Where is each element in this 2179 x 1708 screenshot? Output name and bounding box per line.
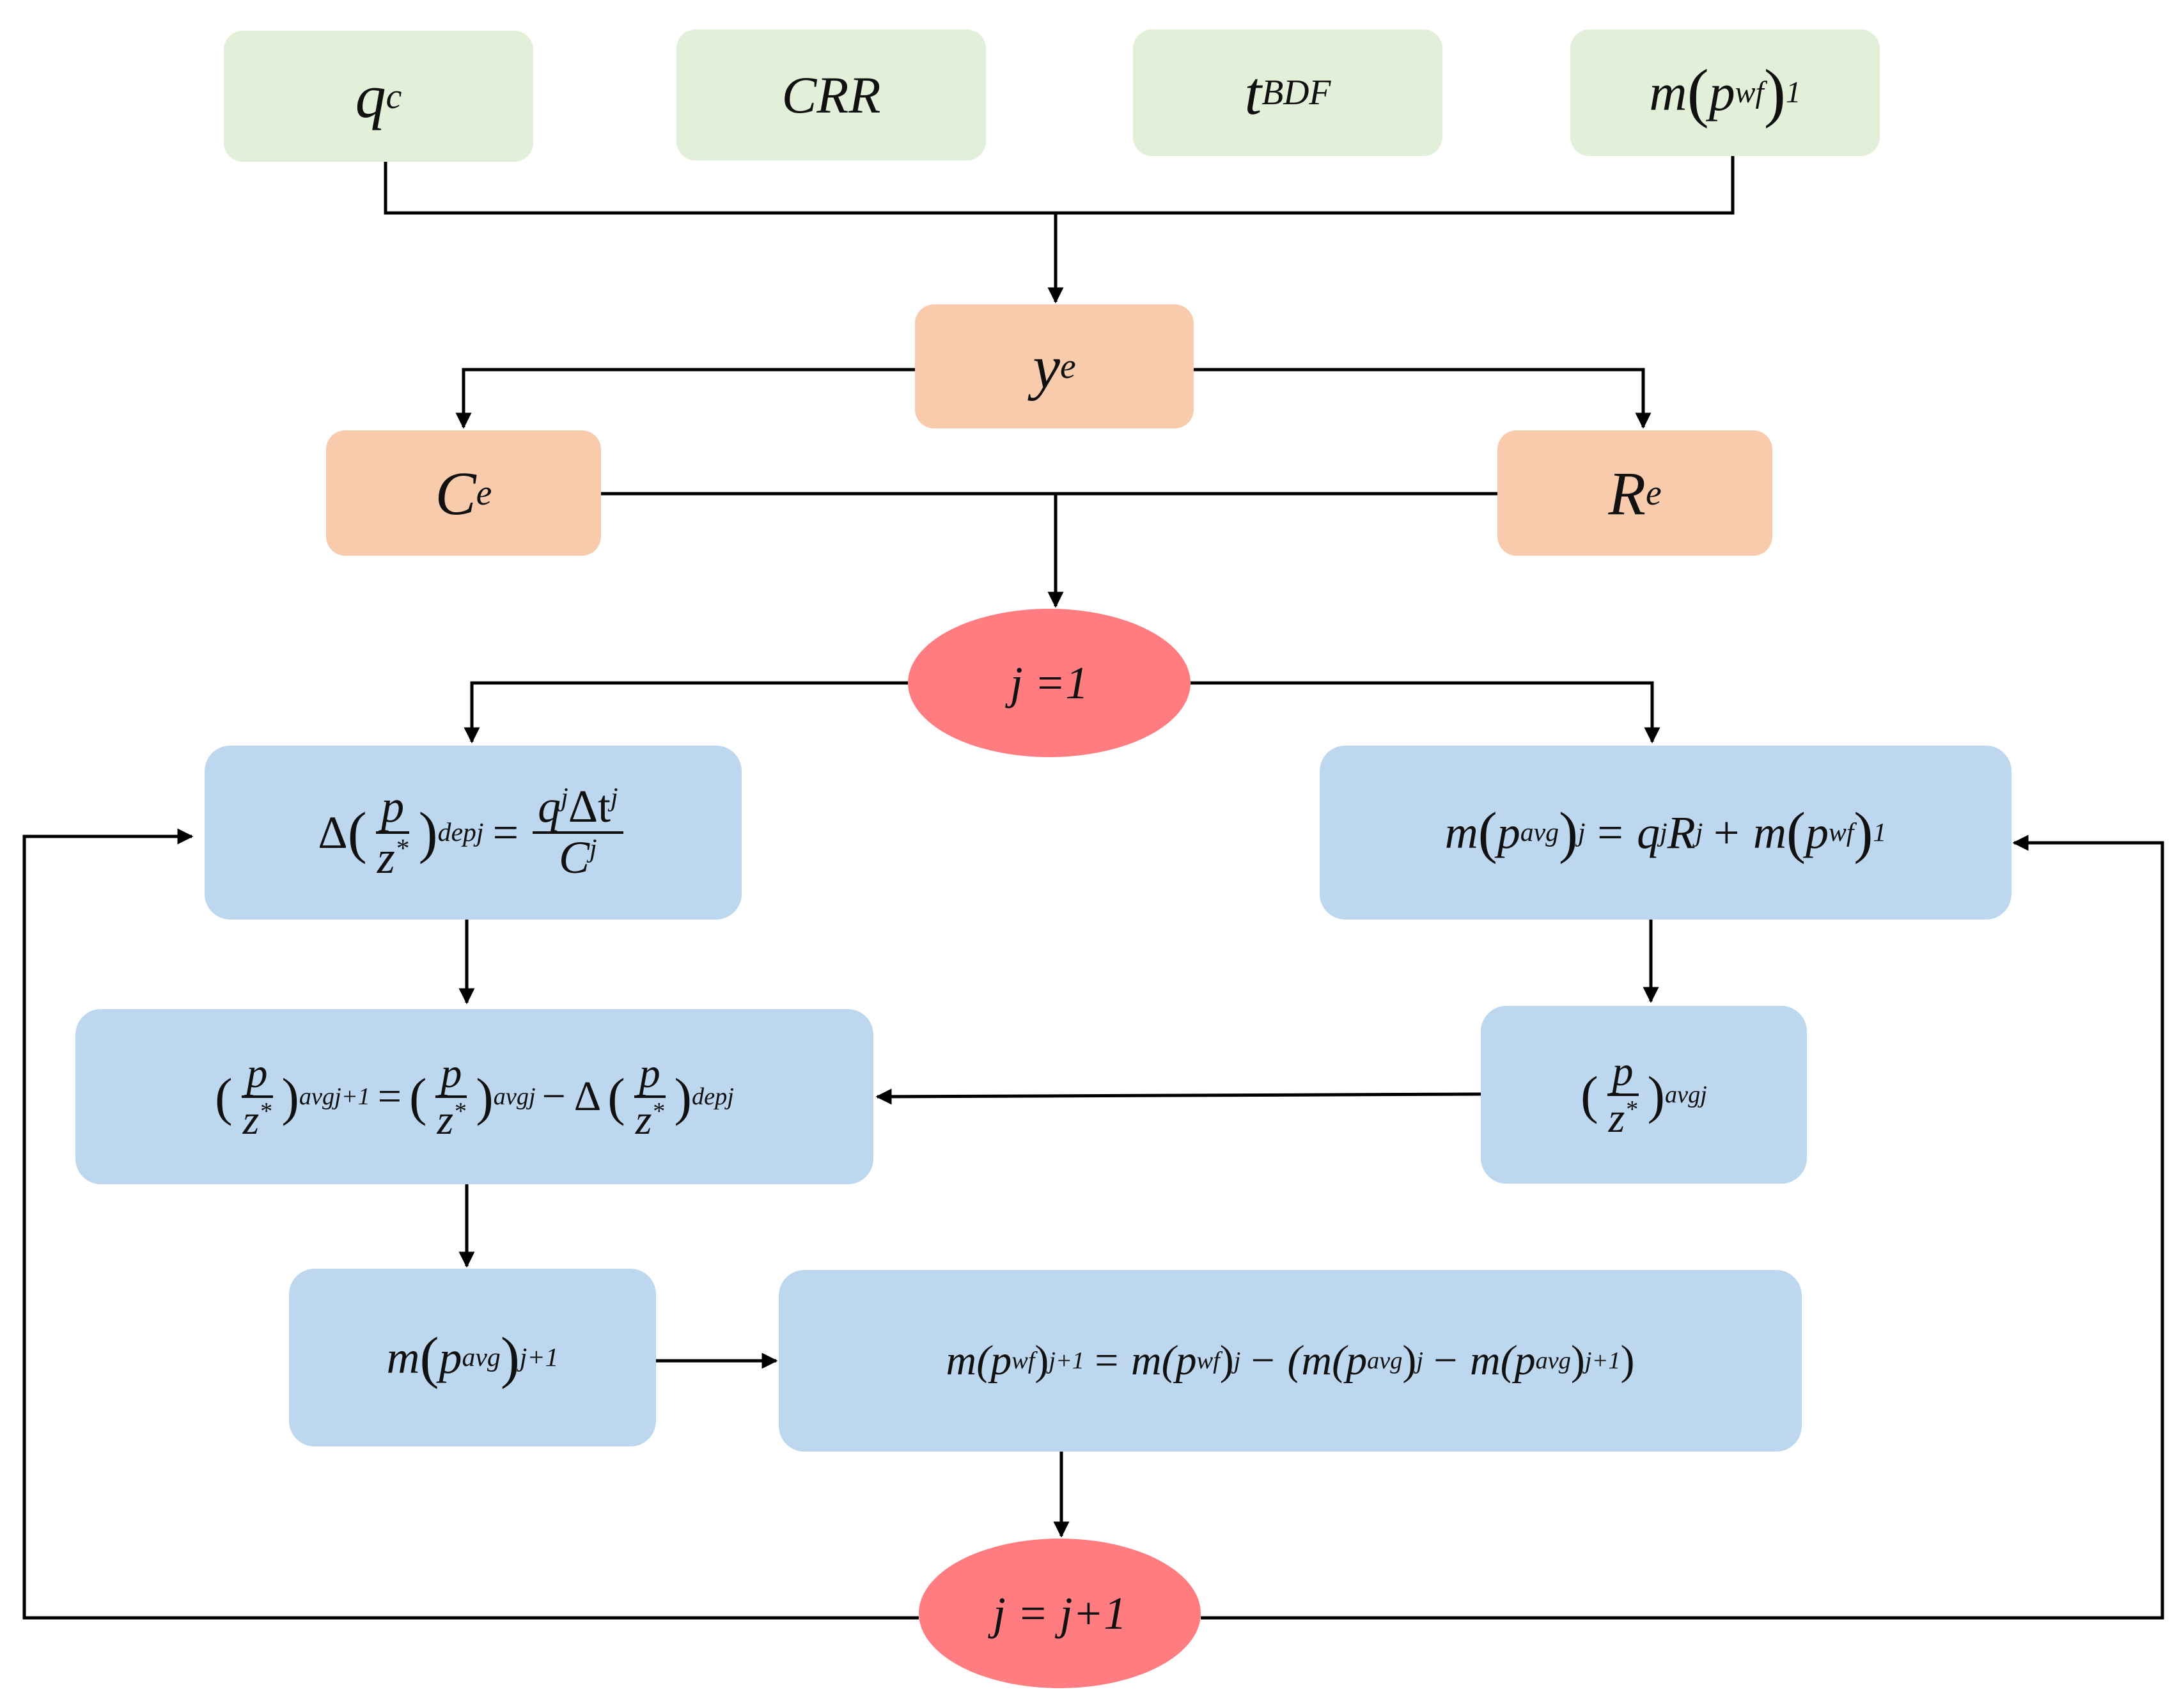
loop-increment: j = j+1 <box>919 1539 1201 1688</box>
connector-feedback-left <box>22 828 919 1620</box>
connector-init-left <box>464 681 908 744</box>
loop-init: j =1 <box>908 609 1191 757</box>
connector-ye-to-ce <box>455 368 915 429</box>
connector-qc <box>384 153 1735 215</box>
input-crr: CRR <box>676 29 986 161</box>
connector-ye-to-re <box>1194 368 1652 429</box>
connector-feedback-right <box>1201 834 2164 1620</box>
connector-pz-to-update <box>875 1088 1484 1105</box>
connector-init-right <box>1191 681 1660 744</box>
